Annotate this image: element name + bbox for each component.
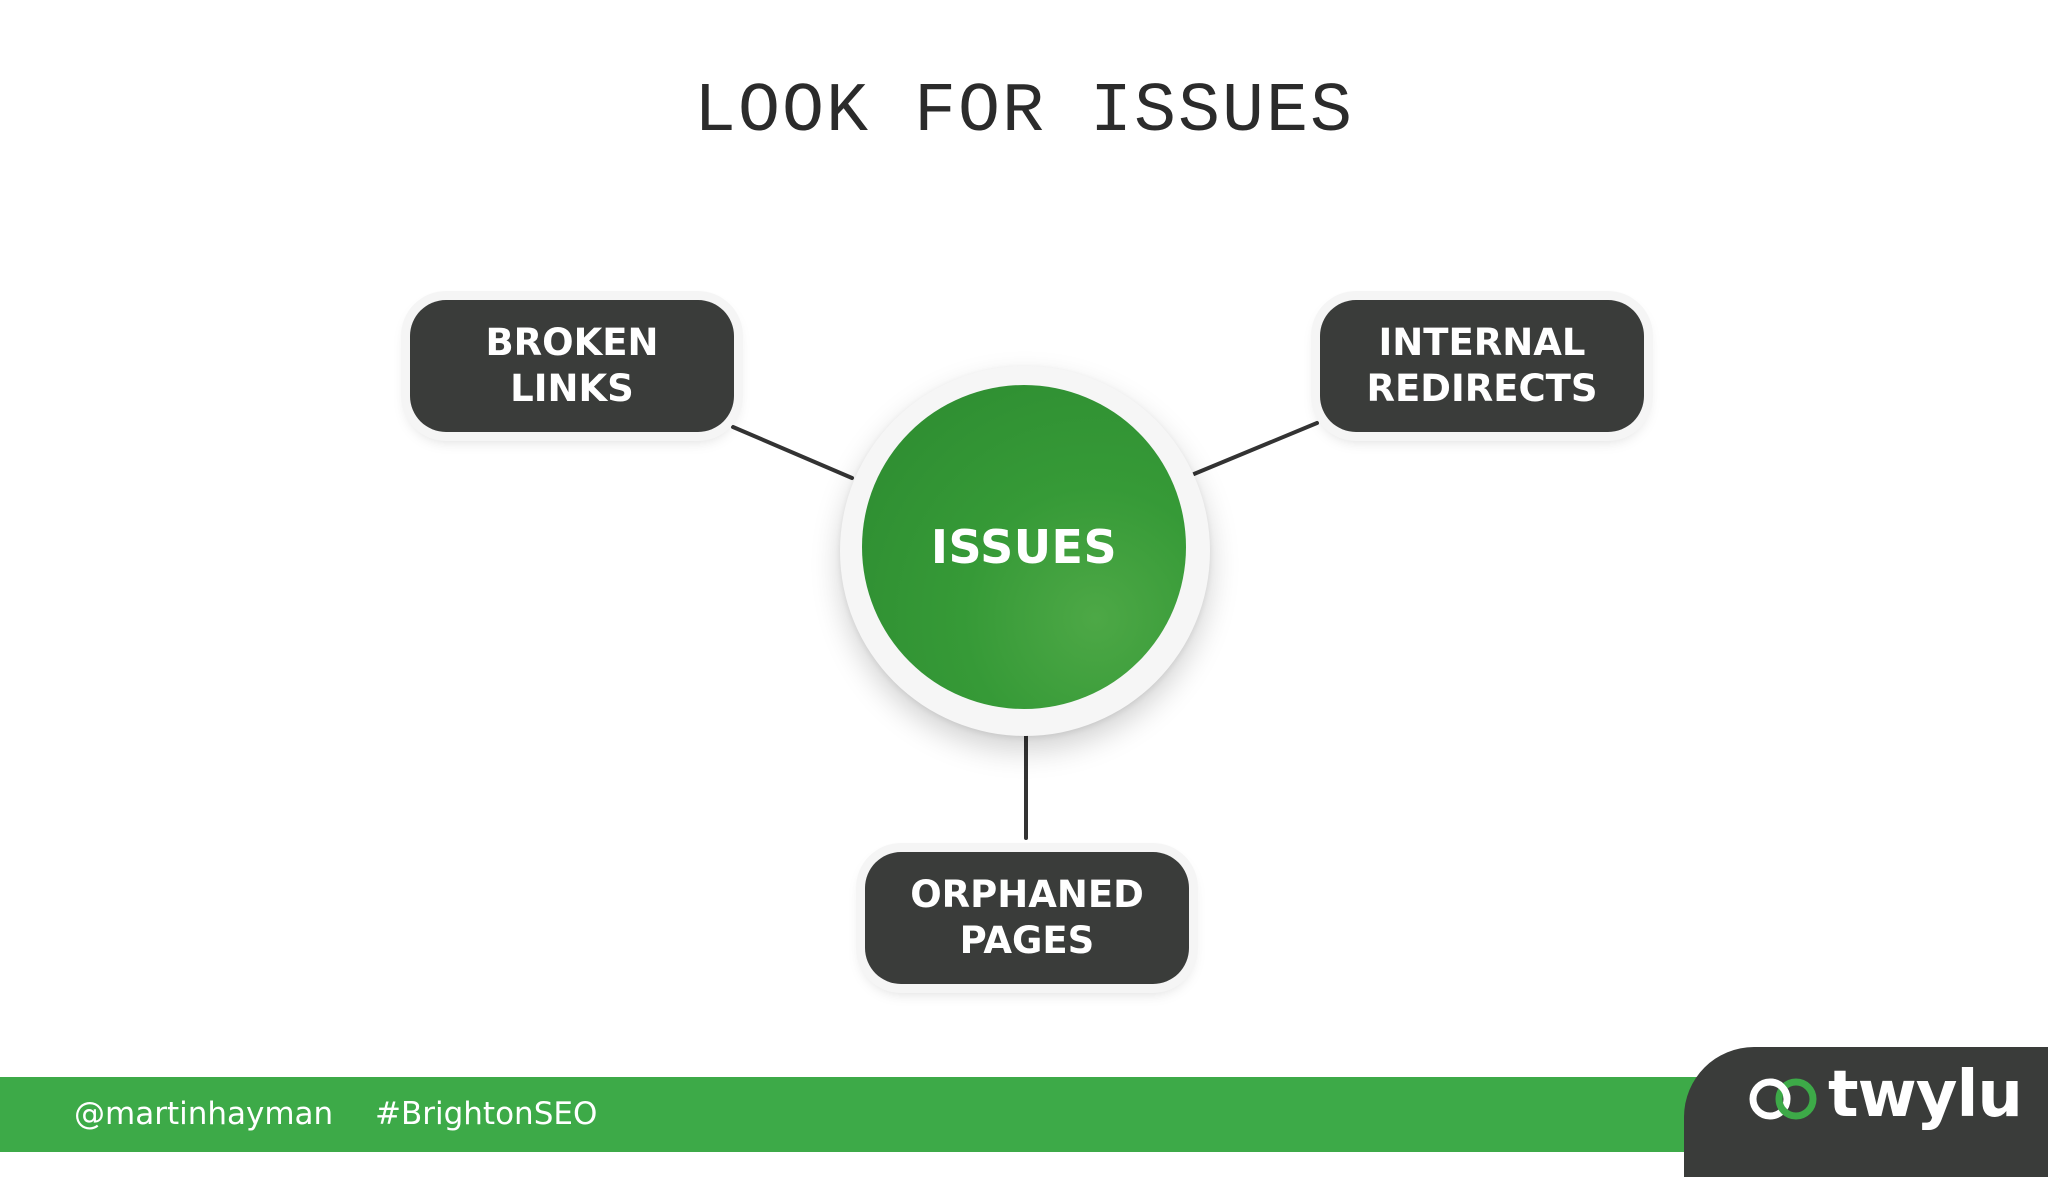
node-label-line1: ORPHANED bbox=[910, 873, 1144, 916]
node-orphaned-pages: ORPHANED PAGES bbox=[865, 852, 1189, 984]
node-label-line1: BROKEN bbox=[485, 321, 659, 364]
node-label-line2: PAGES bbox=[959, 919, 1095, 962]
node-label-line2: REDIRECTS bbox=[1366, 367, 1598, 410]
footer-handle: @martinhayman bbox=[74, 1096, 334, 1132]
slide-title: LOOK FOR ISSUES bbox=[693, 73, 1355, 152]
node-broken-links: BROKEN LINKS bbox=[410, 300, 734, 432]
logo-wordmark: twylu bbox=[1828, 1058, 2023, 1132]
node-label-line1: INTERNAL bbox=[1378, 321, 1586, 364]
connector-internal-redirects bbox=[1192, 421, 1319, 476]
node-internal-redirects: INTERNAL REDIRECTS bbox=[1320, 300, 1644, 432]
hub-issues: ISSUES bbox=[862, 385, 1186, 709]
footer-hashtag: #BrightonSEO bbox=[375, 1096, 598, 1132]
connector-broken-links bbox=[731, 425, 854, 480]
node-label-line2: LINKS bbox=[510, 367, 634, 410]
hub-label: ISSUES bbox=[930, 520, 1118, 574]
linked-rings-icon bbox=[1749, 1078, 1817, 1120]
diagram-connectors bbox=[731, 421, 1319, 840]
slide: LOOK FOR ISSUES ISSUES BROKEN LINKS INTE… bbox=[0, 73, 2048, 1177]
